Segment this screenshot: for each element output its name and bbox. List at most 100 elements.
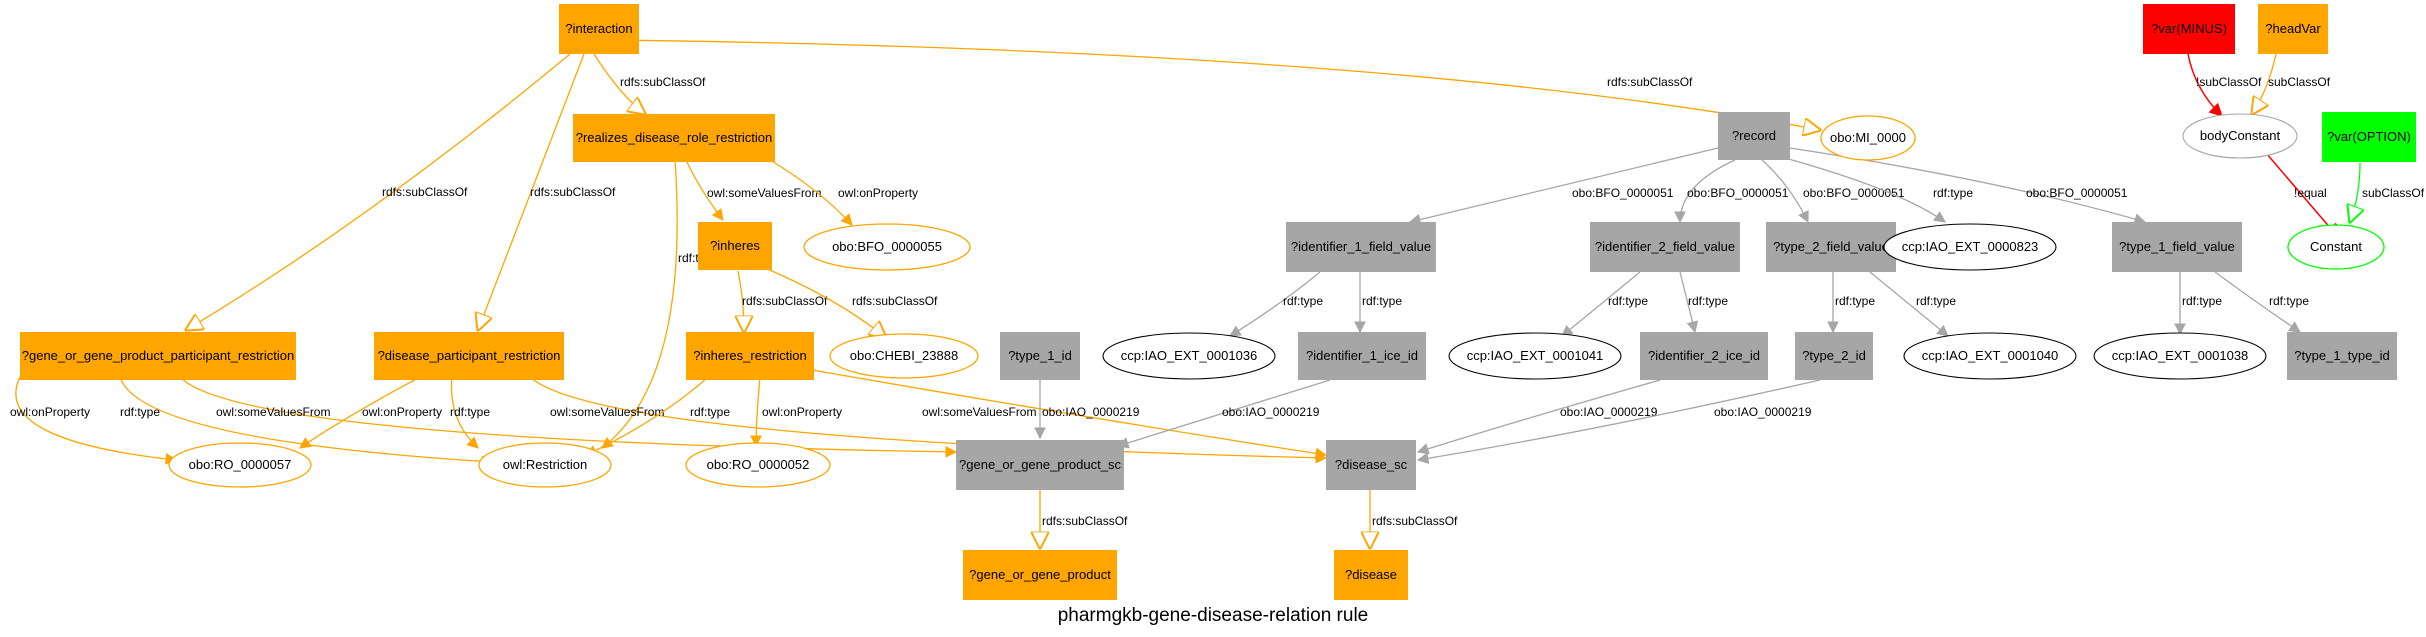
node-disease-participant-restriction[interactable]: ?disease_participant_restriction [374, 332, 564, 380]
node-gene-or-gene-product-participant-restriction[interactable]: ?gene_or_gene_product_participant_restri… [20, 332, 296, 380]
edge-label: owl:onProperty [362, 405, 442, 419]
edge-label: obo:IAO_0000219 [1042, 405, 1140, 419]
node-identifier-2-field-value[interactable]: ?identifier_2_field_value [1590, 222, 1740, 272]
node-record[interactable]: ?record [1718, 112, 1790, 160]
edge-t2id-diseasesc: obo:IAO_0000219 [1416, 379, 1821, 465]
node-identifier-1-field-value[interactable]: ?identifier_1_field_value [1286, 222, 1436, 272]
edge-label: rdf:type [1933, 186, 1973, 200]
node-disease-sc[interactable]: ?disease_sc [1326, 440, 1416, 490]
edge-id2fv-id2ice: rdf:type [1679, 271, 1728, 334]
node-label: ccp:IAO_EXT_0001036 [1121, 348, 1258, 363]
node-ccp-iao-ext-0000823[interactable]: ccp:IAO_EXT_0000823 [1883, 223, 2057, 271]
node-label: ?gene_or_gene_product [969, 567, 1111, 582]
edge-label: obo:BFO_0000051 [2026, 186, 2128, 200]
edge-label: subClassOf [2362, 186, 2425, 200]
edge-label: !subClassOf [2196, 75, 2262, 89]
node-ccp-iao-ext-0001041[interactable]: ccp:IAO_EXT_0001041 [1448, 332, 1622, 380]
node-type-1-field-value[interactable]: ?type_1_field_value [2112, 222, 2242, 272]
node-label: ?gene_or_gene_product_sc [959, 457, 1121, 472]
edge-diseasesc-disease: rdfs:subClassOf [1370, 490, 1458, 548]
node-obo-ro-0000057[interactable]: obo:RO_0000057 [168, 442, 312, 488]
node-label: ?realizes_disease_role_restriction [576, 130, 773, 145]
node-inheres[interactable]: ?inheres [698, 222, 772, 270]
node-label: ?var(OPTION) [2327, 129, 2411, 144]
node-label: ccp:IAO_EXT_0001041 [1467, 348, 1604, 363]
node-ccp-iao-ext-0001036[interactable]: ccp:IAO_EXT_0001036 [1102, 332, 1276, 380]
edge-varminus-bodyconstant: !subClassOf [2187, 53, 2262, 117]
edge-label: rdfs:subClassOf [742, 294, 828, 308]
edge-label: rdfs:subClassOf [382, 185, 468, 199]
edge-label: rdf:type [1916, 294, 1956, 308]
node-ccp-iao-ext-0001038[interactable]: ccp:IAO_EXT_0001038 [2093, 332, 2267, 380]
edge-label: obo:BFO_0000051 [1687, 186, 1789, 200]
diagram-title: pharmgkb-gene-disease-relation rule [1058, 605, 1369, 626]
edge-label: rdf:type [450, 405, 490, 419]
node-label: bodyConstant [2200, 128, 2281, 143]
node-constant[interactable]: Constant [2287, 224, 2385, 270]
edge-interaction-mi0000: rdfs:subClassOf [611, 39, 1820, 130]
node-type-2-id[interactable]: ?type_2_id [1795, 332, 1873, 380]
edge-type1id-genesc: obo:IAO_0000219 [1034, 380, 1140, 440]
edge-record-iao823: rdf:type [1784, 157, 1973, 223]
node-label: ?type_2_id [1802, 348, 1866, 363]
edge-label: owl:someValuesFrom [922, 405, 1036, 419]
node-obo-bfo-0000055[interactable]: obo:BFO_0000055 [803, 223, 971, 271]
edge-t1fv-t1typeid: rdf:type [2214, 271, 2309, 333]
node-var-minus[interactable]: ?var(MINUS) [2143, 4, 2235, 54]
node-obo-chebi-23888[interactable]: obo:CHEBI_23888 [829, 333, 979, 379]
edge-generestr-ro57: owl:onProperty [10, 376, 178, 465]
node-label: ?type_1_type_id [2294, 348, 2389, 363]
node-label: ?gene_or_gene_product_participant_restri… [22, 348, 294, 363]
node-identifier-1-ice-id[interactable]: ?identifier_1_ice_id [1298, 332, 1426, 380]
edge-label: rdf:type [1608, 294, 1648, 308]
node-gene-or-gene-product[interactable]: ?gene_or_gene_product [963, 550, 1117, 600]
node-realizes-disease-role-restriction[interactable]: ?realizes_disease_role_restriction [573, 114, 775, 162]
edge-interaction-gene-restr: rdfs:subClassOf [186, 53, 571, 330]
node-type-2-field-value[interactable]: ?type_2_field_value [1766, 222, 1896, 272]
node-label: ?identifier_1_field_value [1291, 239, 1431, 254]
edge-diseaserestr-ro57: owl:onProperty [299, 376, 442, 449]
node-gene-or-gene-product-sc[interactable]: ?gene_or_gene_product_sc [956, 440, 1124, 490]
node-identifier-2-ice-id[interactable]: ?identifier_2_ice_id [1640, 332, 1768, 380]
edge-inheres-inheresrestr: rdfs:subClassOf [738, 270, 828, 332]
node-interaction[interactable]: ?interaction [559, 4, 639, 54]
edge-label: rdfs:subClassOf [1372, 514, 1458, 528]
edge-inheresrestr-owlrestr: rdf:type [584, 376, 730, 456]
edge-label: rdf:type [1283, 294, 1323, 308]
edge-label: rdfs:subClassOf [530, 185, 616, 199]
node-type-1-type-id[interactable]: ?type_1_type_id [2287, 332, 2397, 380]
node-var-option[interactable]: ?var(OPTION) [2322, 112, 2416, 162]
node-label: ?identifier_1_ice_id [1306, 348, 1418, 363]
node-body-constant[interactable]: bodyConstant [2182, 113, 2298, 159]
edge-label: rdf:type [2269, 294, 2309, 308]
node-inheres-restriction[interactable]: ?inheres_restriction [686, 332, 814, 380]
nodes: ?interaction ?realizes_disease_role_rest… [20, 4, 2416, 600]
edge-id2ice-diseasesc: obo:IAO_0000219 [1416, 379, 1661, 455]
node-label: obo:RO_0000052 [707, 457, 810, 472]
node-label: ?type_1_field_value [2119, 239, 2235, 254]
edge-generestr-owlrestr: rdf:type [119, 376, 494, 468]
edge-t2fv-iao1040: rdf:type [1869, 271, 1956, 337]
edge-label: owl:someValuesFrom [707, 186, 821, 200]
node-label: ?identifier_2_field_value [1595, 239, 1735, 254]
node-label: ccp:IAO_EXT_0000823 [1902, 239, 2039, 254]
node-type-1-id[interactable]: ?type_1_id [1000, 332, 1080, 380]
node-ccp-iao-ext-0001040[interactable]: ccp:IAO_EXT_0001040 [1903, 332, 2077, 380]
edge-label: rdf:type [690, 405, 730, 419]
edge-inheres-chebi: rdfs:subClassOf [764, 267, 938, 338]
edge-label: rdfs:subClassOf [1042, 514, 1128, 528]
node-owl-restriction[interactable]: owl:Restriction [478, 442, 612, 488]
node-obo-ro-0000052[interactable]: obo:RO_0000052 [685, 442, 831, 488]
edge-label: rdfs:subClassOf [1607, 75, 1693, 89]
edge-label: rdf:type [1362, 294, 1402, 308]
edge-diseaserestr-owlrestr: rdf:type [450, 376, 490, 449]
node-head-var[interactable]: ?headVar [2258, 4, 2328, 54]
edge-id1ice-genesc: obo:IAO_0000219 [1116, 379, 1331, 449]
node-disease[interactable]: ?disease [1334, 550, 1408, 600]
node-label: ccp:IAO_EXT_0001038 [2112, 348, 2249, 363]
node-label: ?inheres_restriction [693, 348, 806, 363]
node-label: ?type_1_id [1008, 348, 1072, 363]
node-obo-mi-0000[interactable]: obo:MI_0000 [1820, 115, 1916, 161]
node-label: ?inheres [710, 238, 760, 253]
edge-label: owl:someValuesFrom [550, 405, 664, 419]
